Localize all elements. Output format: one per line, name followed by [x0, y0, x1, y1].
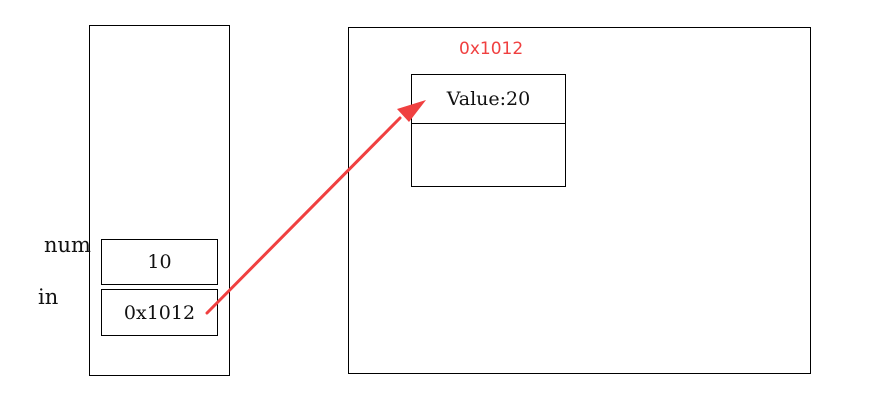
- heap-object-body: [411, 123, 566, 187]
- pointer-arrow-line: [205, 116, 402, 315]
- stack-frame: [89, 25, 230, 376]
- heap-area: [348, 27, 811, 374]
- pointer-arrowhead: [397, 100, 426, 122]
- var-cell-num: 10: [101, 239, 218, 285]
- var-cell-in: 0x1012: [101, 289, 218, 336]
- heap-address-label: 0x1012: [459, 39, 524, 59]
- var-label-in: in: [38, 285, 59, 309]
- var-label-num: num: [44, 233, 91, 257]
